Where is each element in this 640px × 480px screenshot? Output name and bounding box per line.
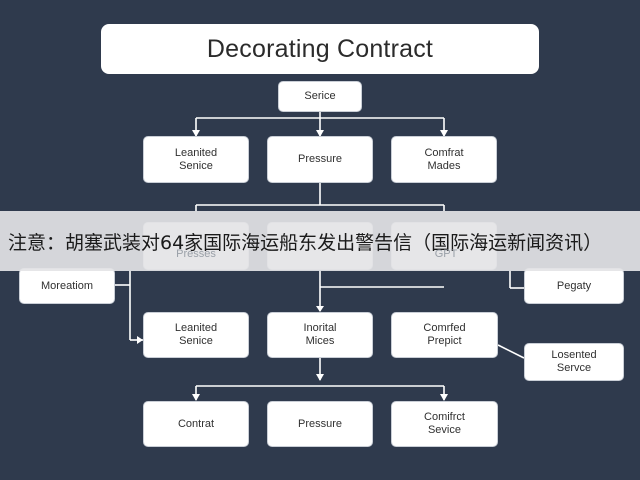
node-row1-right: Comfrat Mades: [391, 136, 497, 183]
node-row2-right-label: GPT: [434, 248, 458, 260]
node-row1-left: Leanited Senice: [143, 136, 249, 183]
node-row4-left: Contrat: [143, 401, 249, 447]
node-row4-right: Comifrct Sevice: [391, 401, 498, 447]
node-left-side: Moreatiom: [19, 268, 115, 304]
node-row3-right: Comrfed Prepict: [391, 312, 498, 358]
node-right-side-1: Pegaty: [524, 268, 624, 304]
node-row1-center: Pressure: [267, 136, 373, 183]
node-row2-left-label: Presses: [176, 248, 216, 260]
node-root: Serice: [278, 81, 362, 112]
node-row4-center: Pressure: [267, 401, 373, 447]
node-row3-left: Leanited Senice: [143, 312, 249, 358]
diagram-title: Decorating Contract: [101, 24, 539, 74]
node-row3-center: Inorital Mices: [267, 312, 373, 358]
node-right-side-2: Losented Servce: [524, 343, 624, 381]
news-banner: 注意：胡塞武装对64家国际海运船东发出警告信（国际海运新闻资讯）: [0, 211, 640, 271]
